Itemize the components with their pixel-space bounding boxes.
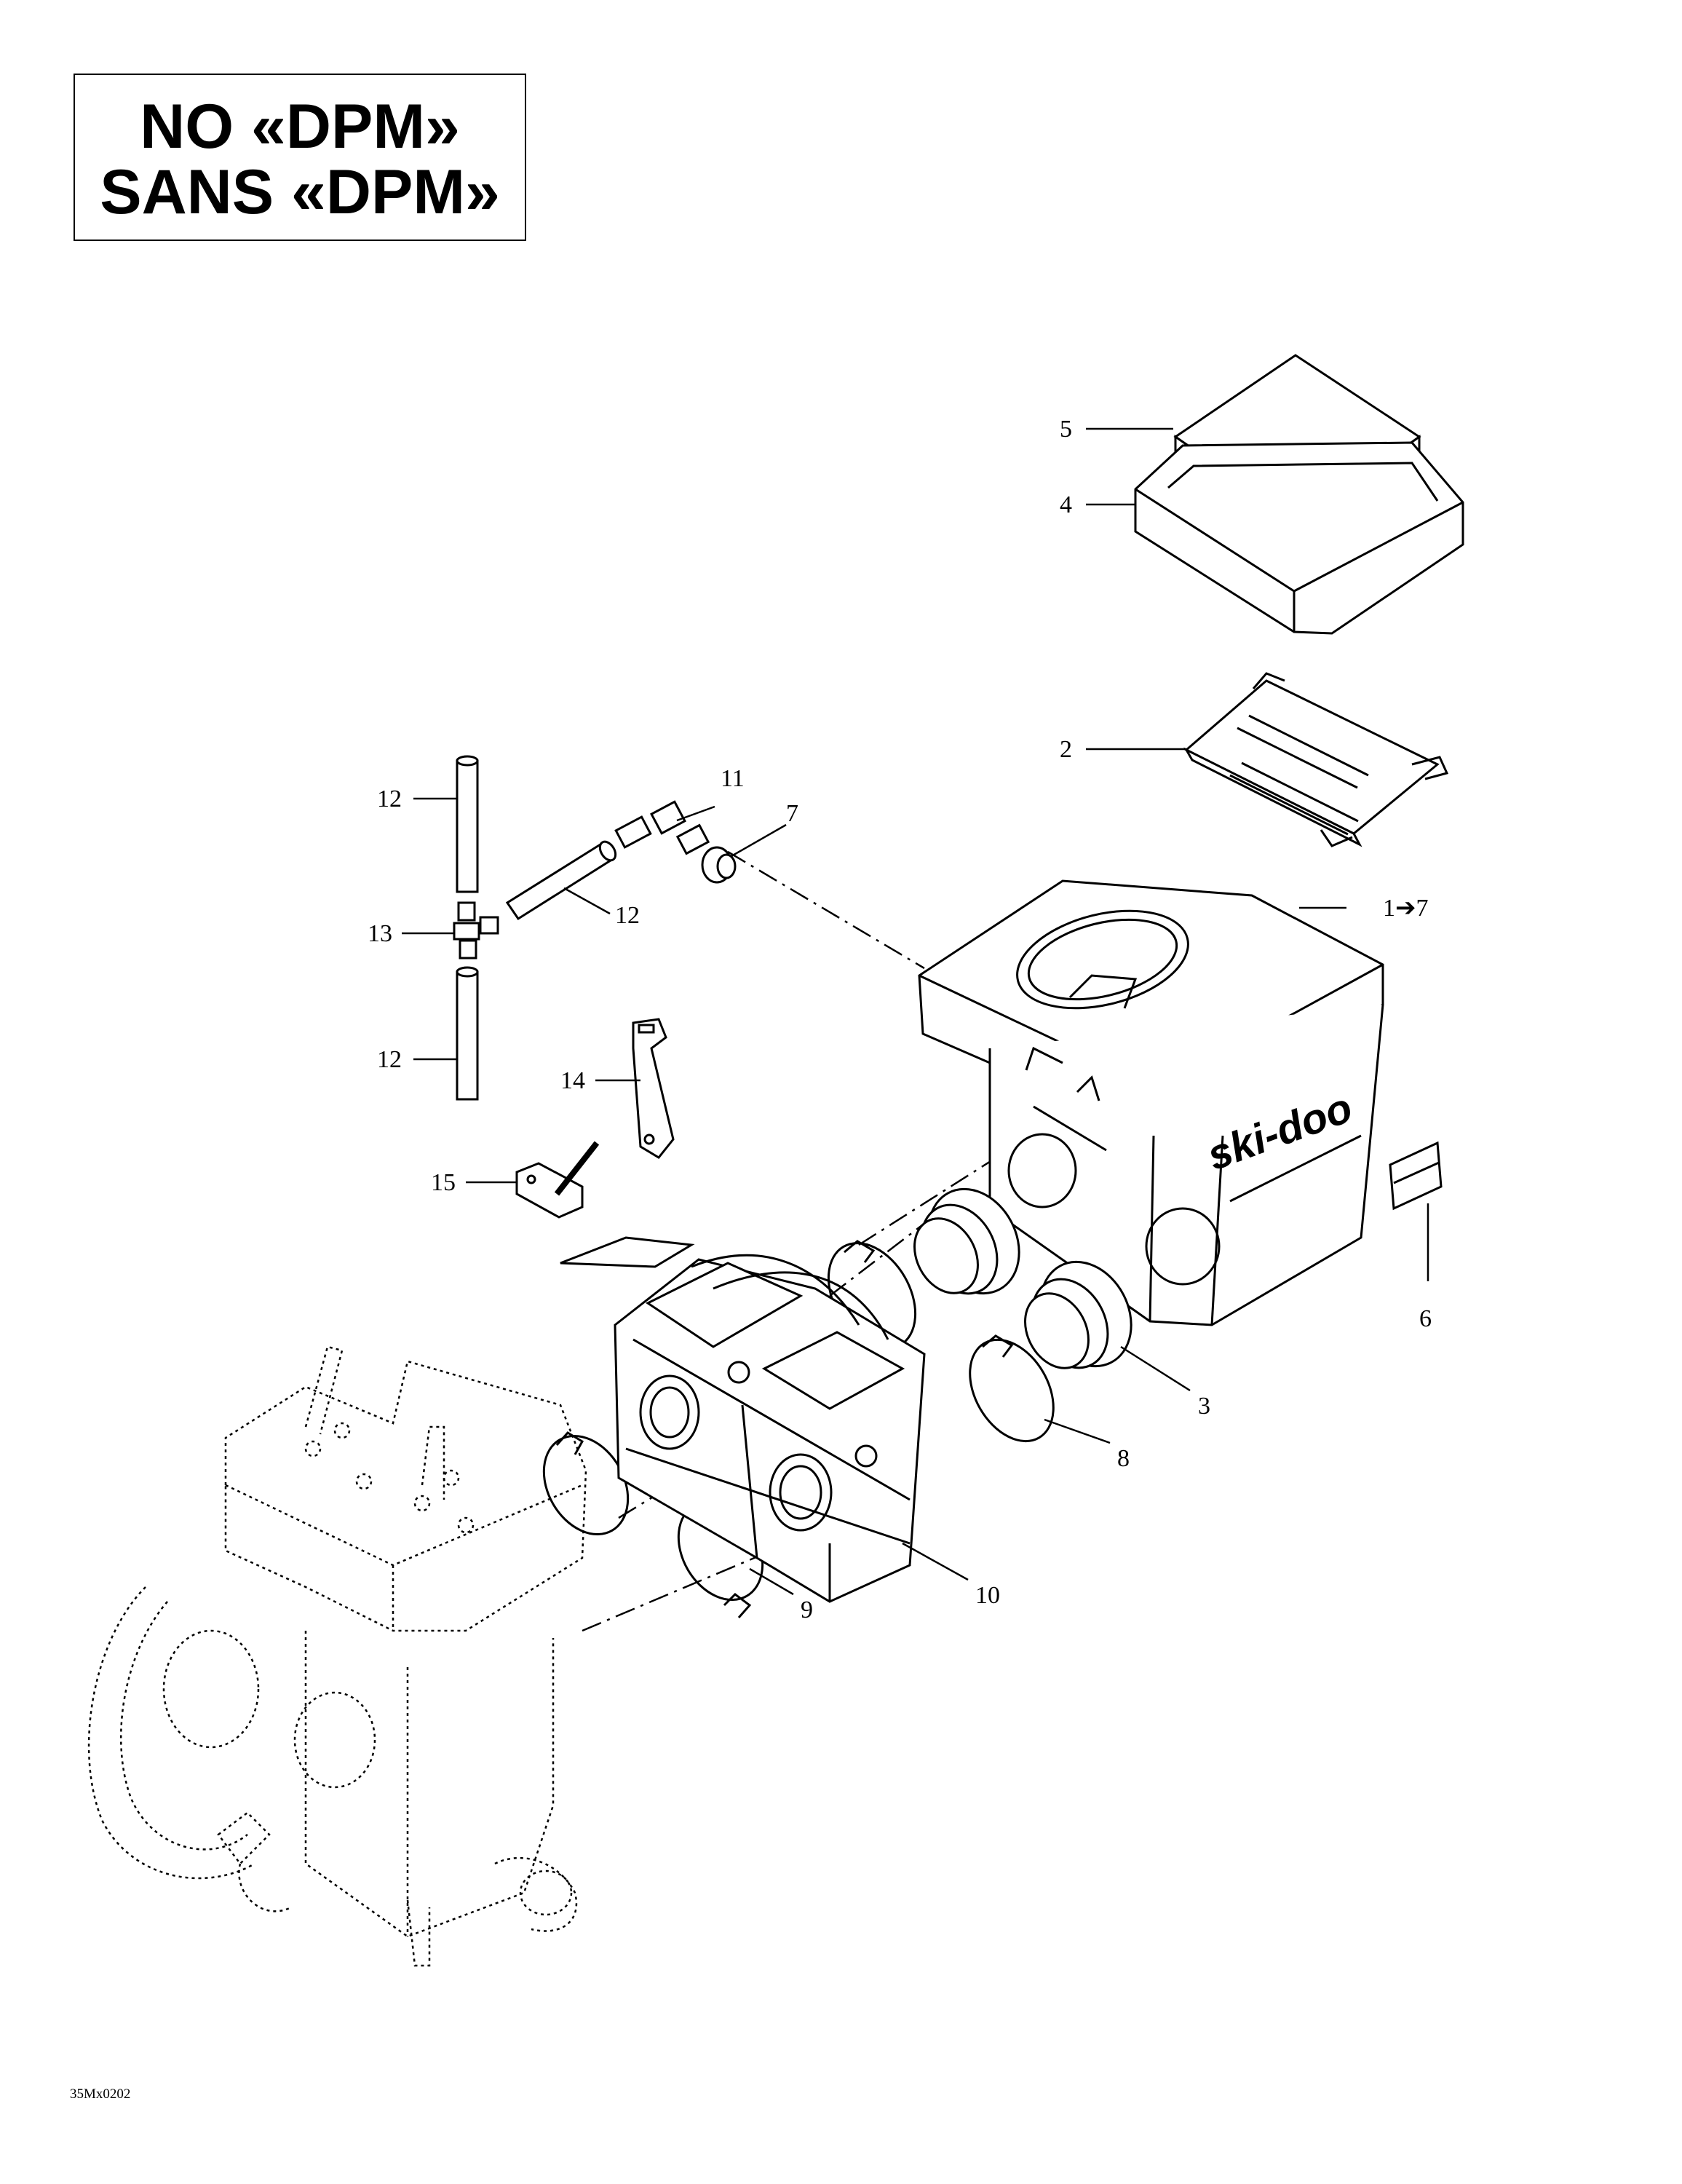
engine-outline xyxy=(87,1345,587,1967)
part-12-hose-bottom xyxy=(456,966,479,1101)
callout-8: 8 xyxy=(1117,1445,1130,1472)
part-14-retainer-strap xyxy=(632,1018,675,1159)
callout-5: 5 xyxy=(1060,416,1072,443)
part-7-grommet xyxy=(701,846,737,884)
callout-numbers: 5 4 2 1➔7 11 7 12 12 13 12 14 15 6 3 8 1… xyxy=(368,416,1432,1623)
callout-3: 3 xyxy=(1198,1393,1210,1420)
callout-2: 2 xyxy=(1060,736,1072,763)
callout-10: 10 xyxy=(975,1582,1000,1609)
title-line-english: NO «DPM» xyxy=(140,92,460,162)
part-10-carburetor-assembly xyxy=(560,1236,926,1603)
callout-9: 9 xyxy=(801,1597,813,1623)
part-3-adaptor-lower xyxy=(1024,1260,1132,1369)
callout-12-middle: 12 xyxy=(615,902,640,929)
part-15-bracket-pin xyxy=(515,1141,600,1219)
part-11-tee-fitting xyxy=(614,800,710,855)
part-13-tee-junction xyxy=(453,901,499,960)
callout-13: 13 xyxy=(368,920,392,947)
callout-6: 6 xyxy=(1419,1305,1432,1332)
part-4-filter-frame xyxy=(1134,441,1464,635)
part-6-decal xyxy=(1389,1141,1443,1211)
drawing-reference-code: 35Mx0202 xyxy=(70,2086,131,2102)
callout-12-bottom: 12 xyxy=(377,1046,402,1073)
part-8-clamp-lower xyxy=(969,1334,1055,1443)
callout-7: 7 xyxy=(786,800,798,827)
callout-15: 15 xyxy=(431,1169,456,1196)
callout-14: 14 xyxy=(560,1067,585,1094)
part-12-hose-top xyxy=(456,755,479,893)
callout-12-top: 12 xyxy=(377,786,402,812)
part-2-bracket-plate xyxy=(1183,672,1449,847)
title-box: NO «DPM» SANS «DPM» xyxy=(74,74,526,241)
callout-11: 11 xyxy=(721,765,745,792)
part-3-adaptor-upper xyxy=(913,1187,1020,1295)
leader-lines xyxy=(402,427,1429,1596)
callout-4: 4 xyxy=(1060,491,1072,518)
title-line-french: SANS «DPM» xyxy=(100,157,500,227)
callout-1: 1➔7 xyxy=(1383,895,1429,922)
part-1-air-box xyxy=(918,879,1384,1326)
part-12-hose-middle xyxy=(505,840,617,921)
